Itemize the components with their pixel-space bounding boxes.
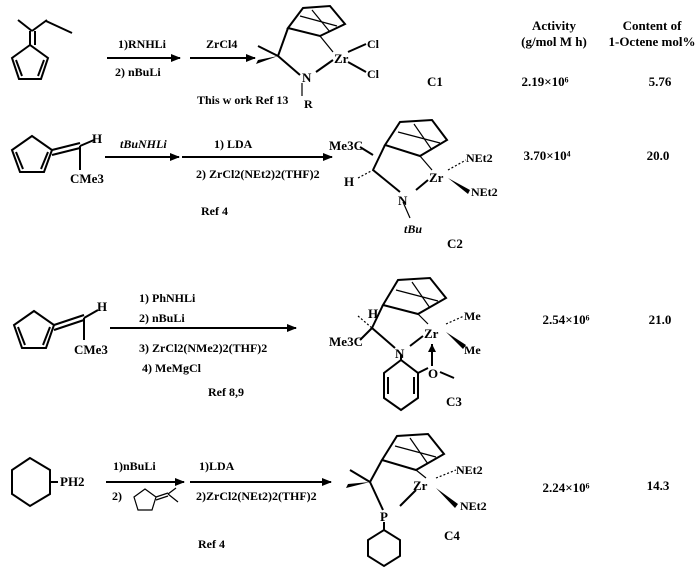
zr-atom-label: Zr: [334, 51, 349, 66]
h-stereo-label: H: [344, 174, 354, 189]
substituent-label: CMe3: [70, 171, 104, 186]
compound-label-c3: C3: [446, 394, 462, 409]
me-label: Me: [464, 343, 481, 357]
cl-atom-label: Cl: [367, 67, 380, 81]
net2-label: NEt2: [460, 499, 487, 513]
tbu-label: tBu: [404, 222, 422, 236]
row-2: H CMe3 tBuNHLi 1) LDA 2) ZrCl2(NEt2)2(TH…: [10, 118, 670, 251]
substituent-label: CMe3: [74, 342, 108, 357]
r-atom-label: R: [304, 97, 313, 111]
reference-label: Ref 8,9: [208, 385, 244, 399]
activity-value: 2.19×10⁶: [521, 74, 568, 89]
reagent-label: 2)ZrCl2(NEt2)2(THF)2: [196, 489, 317, 503]
activity-value: 2.24×10⁶: [542, 480, 589, 495]
content-header-line2: 1-Octene mol%: [608, 34, 695, 49]
zr-atom-label: Zr: [424, 326, 439, 341]
me3c-label: Me3C: [329, 138, 363, 153]
reagent-step: 2) nBuLi: [139, 311, 185, 325]
reagent-label: 2) ZrCl2(NEt2)2(THF)2: [196, 167, 320, 181]
n-atom-label: N: [302, 70, 312, 85]
complex-c2-structure: [357, 118, 470, 219]
reagent-label: 2): [112, 489, 122, 503]
compound-label-c1: C1: [427, 74, 443, 89]
octene-content-value: 21.0: [649, 312, 672, 327]
h-atom-label: H: [97, 299, 107, 314]
activity-header-line1: Activity: [532, 18, 577, 33]
compound-label-c2: C2: [447, 236, 463, 251]
activity-value: 3.70×10⁴: [523, 148, 570, 163]
zr-atom-label: Zr: [429, 170, 444, 185]
reagent-label: 1)LDA: [199, 459, 235, 473]
reference-label: This w ork Ref 13: [197, 93, 288, 107]
content-header-line1: Content of: [623, 18, 683, 33]
octene-content-value: 20.0: [647, 148, 670, 163]
reagent-step: 3) ZrCl2(NMe2)2(THF)2: [139, 341, 267, 355]
reagent-label: 1)nBuLi: [113, 459, 156, 473]
reference-label: Ref 4: [198, 537, 225, 551]
n-atom-label: N: [398, 193, 408, 208]
reagent-label: 2) nBuLi: [115, 65, 161, 79]
me-label: Me: [464, 309, 481, 323]
fulvene-structure: [12, 309, 99, 349]
net2-label: NEt2: [456, 463, 483, 477]
activity-header-line2: (g/mol M h): [521, 34, 587, 49]
ph2-label: PH2: [60, 474, 85, 489]
fulvene-structure: [10, 19, 73, 80]
reagent-label: 1)RNHLi: [118, 37, 167, 51]
h-atom-label: H: [92, 131, 102, 146]
reagent-step: 4) MeMgCl: [142, 361, 202, 375]
row-4: PH2 1)nBuLi 2) 1)LDA 2)ZrCl2(NEt2)2(THF)…: [11, 432, 670, 568]
fulvene-structure: [10, 134, 95, 173]
complex-c4-structure: [346, 432, 458, 568]
cyclohexylphosphine-structure: [11, 456, 58, 508]
cl-atom-label: Cl: [367, 37, 380, 51]
net2-label: NEt2: [471, 185, 498, 199]
octene-content-value: 5.76: [649, 74, 672, 89]
octene-content-value: 14.3: [647, 478, 670, 493]
p-atom-label: P: [380, 509, 388, 524]
row-3: H CMe3 1) PhNHLi 2) nBuLi 3) ZrCl2(NMe2)…: [12, 276, 672, 412]
complex-c1-structure: [256, 4, 367, 96]
row-1: 1)RNHLi 2) nBuLi ZrCl4 Zr N R Cl Cl This…: [10, 4, 672, 111]
fulvene-small-structure: [133, 487, 179, 511]
zr-atom-label: Zr: [413, 478, 428, 493]
activity-value: 2.54×10⁶: [542, 312, 589, 327]
reference-label: Ref 4: [201, 204, 228, 218]
reagent-label: tBuNHLi: [120, 137, 167, 151]
net2-label: NEt2: [466, 151, 493, 165]
reagent-step: 1) PhNHLi: [139, 291, 196, 305]
h-stereo-label: H: [368, 306, 378, 321]
compound-label-c4: C4: [444, 528, 460, 543]
reagent-label: ZrCl4: [206, 37, 237, 51]
complex-c3-structure: [357, 276, 466, 412]
reagent-label: 1) LDA: [214, 137, 253, 151]
me3c-label: Me3C: [329, 334, 363, 349]
o-atom-label: O: [428, 366, 438, 381]
n-atom-label: N: [395, 346, 405, 361]
